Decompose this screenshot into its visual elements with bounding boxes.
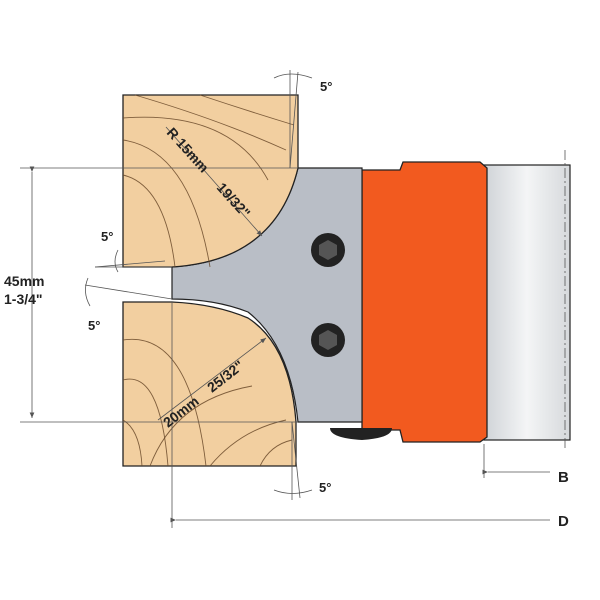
angle-top-arc <box>273 73 313 79</box>
angle-left-upper-arc <box>114 249 119 273</box>
angle-bottom-inclined <box>291 421 301 499</box>
angle-left-upper-label: 5° <box>101 229 113 244</box>
angle-top-inclined <box>289 71 299 169</box>
arbor-shaft <box>483 164 571 441</box>
screw-lower <box>311 323 345 357</box>
upper-wood-block <box>122 94 299 268</box>
radius-top-dim-line <box>165 126 263 237</box>
height-in-label: 1-3/4" <box>4 291 43 307</box>
angle-left-lower-arc <box>85 277 91 307</box>
cutter-head-body <box>361 161 488 443</box>
angle-left-upper-line <box>94 260 166 268</box>
bottom-nut <box>330 428 392 440</box>
screw-upper <box>311 233 345 267</box>
angle-bottom-label: 5° <box>319 480 331 495</box>
dim-b-label: B <box>558 469 569 486</box>
height-mm-label: 45mm <box>4 273 44 289</box>
radius-bottom-dim-line <box>157 337 267 421</box>
dim-d-label: D <box>558 513 569 530</box>
angle-bottom-arc <box>273 489 313 494</box>
angle-left-lower-label: 5° <box>88 318 100 333</box>
angle-top-label: 5° <box>320 79 332 94</box>
angle-left-lower-ext <box>84 284 173 300</box>
